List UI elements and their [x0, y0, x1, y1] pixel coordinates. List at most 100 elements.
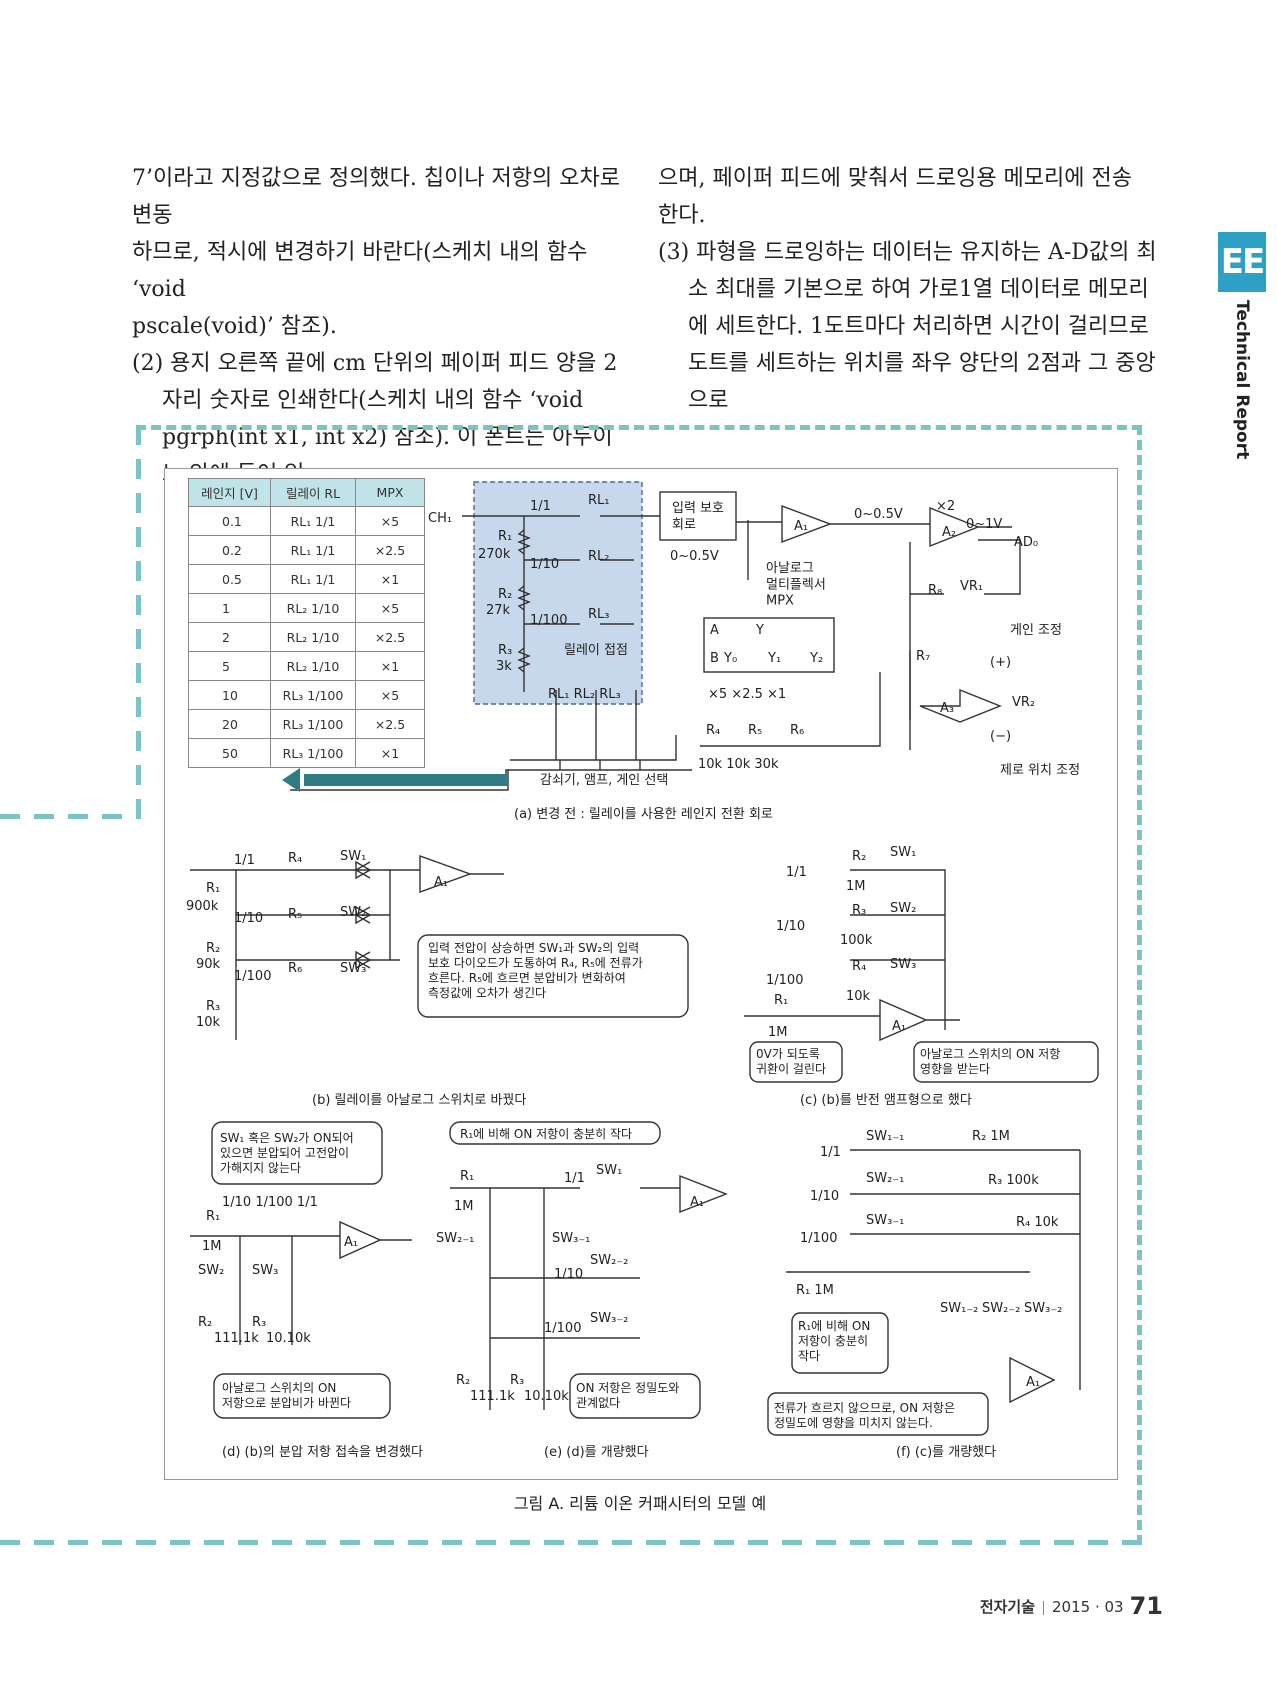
label-d-a1: A₁ [344, 1235, 358, 1250]
section-tab: EE [1218, 232, 1266, 292]
label-e-sw22: SW₂₋₂ [590, 1253, 628, 1268]
label-mpx-y1: Y₁ [767, 651, 781, 666]
label-b-r6: R₆ [288, 961, 302, 976]
label-r2: R₂ [498, 587, 512, 602]
list-item-3: (3) 파형을 드로잉하는 데이터는 유지하는 A-D값의 최소 최대를 기본으… [658, 240, 1157, 413]
label-range1: 0~0.5V [670, 549, 719, 564]
label-b-div100: 1/100 [234, 969, 271, 984]
label-f-r2: R₂ 1M [972, 1129, 1010, 1144]
label-range3: 0~1V [966, 517, 1002, 532]
label-r5: R₅ [748, 723, 762, 738]
label-plus: (+) [990, 655, 1011, 670]
label-d-r3: R₃ [252, 1315, 266, 1330]
text-line: 한다. [658, 203, 706, 228]
label-range2: 0~0.5V [854, 507, 903, 522]
label-e-sw31: SW₃₋₁ [552, 1231, 590, 1246]
label-e-div1: 1/1 [564, 1171, 585, 1186]
label-r8: R₈ [928, 583, 942, 598]
text-line: 으며, 페이퍼 피드에 맞춰서 드로잉용 메모리에 전송 [658, 166, 1132, 191]
figure-dashed-border-bottom [0, 1540, 1147, 1545]
label-b-r2: R₂ [206, 941, 220, 956]
table-header: 릴레이 RL [270, 478, 356, 507]
table-cell: RL₂ 1/10 [270, 593, 356, 623]
table-cell: 10 [188, 680, 271, 710]
label-b-sw1: SW₁ [340, 849, 366, 864]
label-e-div100: 1/100 [544, 1321, 581, 1336]
label-d-divs: 1/10 1/100 1/1 [222, 1195, 318, 1210]
label-d-r3v: 10.10k [266, 1331, 311, 1346]
label-mpx-y0: Y₀ [723, 651, 737, 666]
label-e-r2: R₂ [456, 1373, 470, 1388]
label-c-r4v: 10k [846, 989, 871, 1004]
figure-caption: 그림 A. 리튬 이온 커패시터의 모델 예 [513, 1494, 767, 1513]
label-r6: R₆ [790, 723, 804, 738]
label-relay-contact: 릴레이 접점 [564, 643, 628, 658]
table-cell: ×5 [355, 680, 425, 710]
label-c-div100: 1/100 [766, 973, 803, 988]
label-mpx-a: A [710, 623, 719, 638]
label-a1: A₁ [794, 519, 808, 534]
note-e1: R₁에 비해 ON 저항이 충분히 작다 [460, 1127, 632, 1141]
caption-c: (c) (b)를 반전 앰프형으로 했다 [800, 1092, 972, 1108]
label-rl2: RL₂ [588, 549, 610, 564]
label-e-r3: R₃ [510, 1373, 524, 1388]
text-line: 7’이라고 지정값으로 정의했다. 칩이나 저항의 오차로 변동 [132, 166, 620, 228]
label-c-div1: 1/1 [786, 865, 807, 880]
label-e-sw21: SW₂₋₁ [436, 1231, 474, 1246]
label-ad0: AD₀ [1014, 535, 1038, 550]
label-b-r1v: 900k [186, 899, 219, 914]
label-select: 감쇠기, 앰프, 게인 선택 [540, 773, 668, 788]
table-cell: ×2.5 [355, 535, 425, 565]
label-c-r1: R₁ [774, 993, 788, 1008]
label-b-r5: R₅ [288, 907, 302, 922]
label-d-r2v: 111.1k [214, 1331, 259, 1346]
label-c-r4: R₄ [852, 959, 866, 974]
label-rl-bottom: RL₁ RL₂ RL₃ [548, 687, 621, 702]
footer-divider [1043, 1600, 1045, 1615]
label-e-r2v: 111.1k [470, 1389, 515, 1404]
label-mpx-b: B [710, 651, 719, 666]
label-r1v: 270k [478, 547, 511, 562]
label-d-sw2: SW₂ [198, 1263, 224, 1278]
label-f-div1: 1/1 [820, 1145, 841, 1160]
label-e-r1: R₁ [460, 1169, 474, 1184]
label-f-div10: 1/10 [810, 1189, 839, 1204]
caption-f: (f) (c)를 개량했다 [896, 1444, 996, 1460]
label-div10: 1/10 [530, 557, 559, 572]
text-line: 하므로, 적시에 변경하기 바란다(스케치 내의 함수 ‘void [132, 240, 588, 302]
label-d-r1v: 1M [202, 1239, 222, 1254]
label-mpx-y: Y [755, 623, 764, 638]
label-rl3: RL₃ [588, 607, 610, 622]
table-cell: 20 [188, 709, 271, 739]
label-f-sw11: SW₁₋₁ [866, 1129, 904, 1144]
label-b-r4: R₄ [288, 851, 302, 866]
label-f-r4: R₄ 10k [1016, 1215, 1059, 1230]
label-c-div10: 1/10 [776, 919, 805, 934]
text-line: pscale(void)’ 참조). [132, 314, 337, 339]
label-e-r1v: 1M [454, 1199, 474, 1214]
label-r2v: 27k [486, 603, 511, 618]
figure-dashed-border [136, 425, 1142, 1545]
label-r1: R₁ [498, 529, 512, 544]
table-cell: ×1 [355, 738, 425, 768]
label-gains: ×5 ×2.5 ×1 [708, 687, 786, 702]
label-f-div100: 1/100 [800, 1231, 837, 1246]
table-cell: 50 [188, 738, 271, 768]
caption-e: (e) (d)를 개량했다 [544, 1444, 649, 1460]
label-f-a1: A₁ [1026, 1375, 1040, 1390]
label-b-div1: 1/1 [234, 853, 255, 868]
table-cell: 0.2 [188, 535, 271, 565]
label-r3v: 3k [496, 659, 512, 674]
label-x2: ×2 [936, 499, 955, 514]
